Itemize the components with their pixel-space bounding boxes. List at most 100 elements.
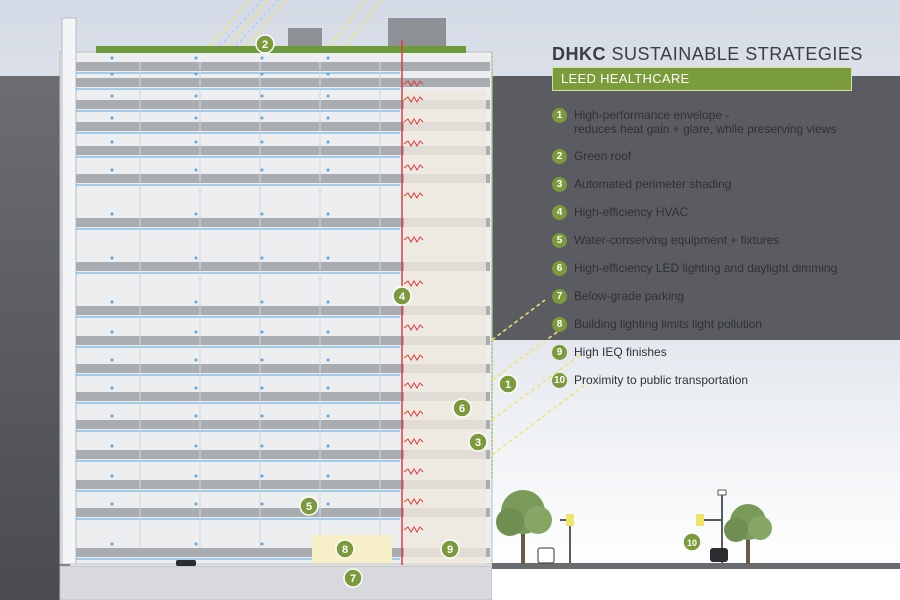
fixture-marker: [260, 358, 264, 362]
callout-number: 6: [459, 403, 465, 415]
panel-title: DHKC SUSTAINABLE STRATEGIES: [552, 44, 862, 68]
callout-circle: [682, 532, 702, 552]
strategy-number: 9: [552, 345, 567, 360]
strategy-item-3: 3 Automated perimeter shading: [552, 177, 852, 207]
fixture-marker: [110, 330, 114, 334]
heat-indicator: [403, 382, 424, 389]
fixture-marker: [326, 212, 330, 216]
strategy-number: 5: [552, 233, 567, 248]
strategy-label: Green roof: [574, 149, 632, 163]
strategy-label: High-performance envelope -: [574, 108, 730, 122]
panel-title-bold: DHKC: [552, 44, 606, 64]
callout-circle: [440, 539, 460, 559]
strategy-label: Below-grade parking: [574, 289, 685, 303]
heat-indicator: [403, 354, 424, 361]
callout-badge-1: 1: [498, 374, 518, 394]
signal-head-right: [696, 514, 704, 526]
fixture-marker: [110, 56, 114, 60]
strategy-label: Automated perimeter shading: [574, 177, 732, 191]
floor-slab: [76, 100, 490, 109]
strategy-label: High-efficiency HVAC: [574, 205, 689, 219]
fixture-marker: [194, 94, 198, 98]
callout-badge-2: 2: [255, 34, 275, 54]
atrium-light-well: [404, 90, 486, 564]
callout-circle: [335, 539, 355, 559]
floor-slab: [76, 450, 490, 459]
panel-subtitle: LEED HEALTHCARE: [561, 71, 690, 86]
strategy-item-1: 1 High-performance envelope - reduces he…: [552, 108, 852, 138]
fixture-marker: [260, 94, 264, 98]
panel-title-light: SUSTAINABLE STRATEGIES: [611, 44, 863, 64]
fixture-marker: [326, 72, 330, 76]
callout-badge-6: 6: [452, 398, 472, 418]
fixture-marker: [194, 330, 198, 334]
strategy-item-6: 6 High-efficiency LED lighting and dayli…: [552, 261, 852, 291]
fixture-marker: [326, 502, 330, 506]
fixture-marker: [110, 414, 114, 418]
callout-circle: [255, 34, 275, 54]
sunlight-rays: [209, 0, 382, 47]
floor-slab: [76, 146, 490, 155]
strategy-label: High-efficiency LED lighting and dayligh…: [574, 261, 838, 275]
left-neighbor-silhouette: [0, 76, 70, 600]
strategy-item-10: 10 Proximity to public transportation: [552, 373, 852, 403]
heat-indicator: [403, 324, 424, 331]
fixture-marker: [194, 212, 198, 216]
street-tree-left: [496, 490, 552, 564]
strategy-label: Building lighting limits light pollution: [574, 317, 763, 331]
heat-indicator: [403, 118, 424, 125]
callout-badge-4: 4: [392, 286, 412, 306]
heat-indicator: [403, 526, 424, 533]
fixture-marker: [260, 542, 264, 546]
facade-light-lines: [491, 299, 586, 456]
fixture-marker: [194, 72, 198, 76]
fixture-marker: [326, 474, 330, 478]
fixture-marker: [326, 94, 330, 98]
callout-badge-5: 5: [299, 496, 319, 516]
callout-number: 5: [306, 501, 312, 513]
callout-number: 2: [262, 39, 268, 51]
fixture-marker: [110, 256, 114, 260]
strategy-number: 6: [552, 261, 567, 276]
fixture-marker: [326, 256, 330, 260]
fixture-marker: [110, 444, 114, 448]
fixture-marker: [110, 72, 114, 76]
callout-circle: [299, 496, 319, 516]
fixture-marker: [260, 256, 264, 260]
callout-badge-3: 3: [468, 432, 488, 452]
fixture-marker: [260, 168, 264, 172]
callout-number: 1: [505, 379, 511, 391]
fixture-marker: [260, 414, 264, 418]
fixture-marker: [260, 212, 264, 216]
fixture-marker: [110, 140, 114, 144]
floor-slab: [76, 548, 490, 557]
floor-slab: [76, 174, 490, 183]
fixture-marker: [326, 444, 330, 448]
floor-slab: [76, 508, 490, 517]
heat-indicator: [403, 498, 424, 505]
floor-slab: [76, 262, 490, 271]
floor-slab: [76, 306, 490, 315]
street-tree-right: [724, 504, 772, 564]
strategy-number: 8: [552, 317, 567, 332]
strategy-text: High-performance envelope - reduces heat…: [574, 108, 852, 136]
callout-badge-10: 10: [682, 532, 702, 552]
heat-indicator: [403, 236, 424, 243]
fixture-marker: [110, 94, 114, 98]
green-roof: [96, 46, 466, 53]
fixture-marker: [326, 386, 330, 390]
heat-indicator: [403, 164, 424, 171]
fixture-marker: [326, 140, 330, 144]
fixture-marker: [326, 330, 330, 334]
fixture-marker: [110, 212, 114, 216]
heat-indicators: [403, 80, 424, 533]
callout-badge-8: 8: [335, 539, 355, 559]
fixture-marker: [194, 140, 198, 144]
strategy-item-2: 2 Green roof: [552, 149, 852, 179]
fixture-marker: [110, 502, 114, 506]
fixture-marker: [194, 116, 198, 120]
fixture-marker: [194, 300, 198, 304]
strategy-number: 1: [552, 108, 567, 123]
strategy-item-7: 7 Below-grade parking: [552, 289, 852, 319]
